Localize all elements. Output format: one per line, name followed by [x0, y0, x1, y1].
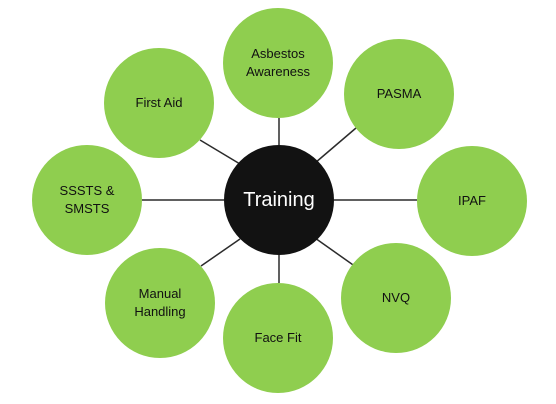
hub-node-training: Training [224, 145, 334, 255]
node-nvq: NVQ [341, 243, 451, 353]
node-first-aid: First Aid [104, 48, 214, 158]
node-label: NVQ [381, 290, 411, 305]
connector-manual [200, 238, 241, 267]
node-label: Asbestos Awareness [245, 46, 311, 79]
connector-nvq [314, 237, 357, 268]
node-manual-handling: Manual Handling [105, 248, 215, 358]
node-label: Face Fit [254, 330, 302, 345]
node-label: First Aid [135, 95, 183, 110]
connector-pasma [314, 127, 357, 164]
node-label: Manual Handling [134, 286, 186, 319]
node-label: PASMA [376, 86, 422, 101]
node-face-fit: Face Fit [223, 283, 333, 393]
node-label: IPAF [458, 193, 486, 208]
connector-firstaid [199, 139, 241, 165]
node-sssts-smsts: SSSTS & SMSTS [32, 145, 142, 255]
node-pasma: PASMA [344, 39, 454, 149]
node-ipaf: IPAF [417, 146, 527, 256]
node-label: SSSTS & SMSTS [59, 183, 115, 216]
node-asbestos-awareness: Asbestos Awareness [223, 8, 333, 118]
hub-label: Training [243, 188, 315, 211]
